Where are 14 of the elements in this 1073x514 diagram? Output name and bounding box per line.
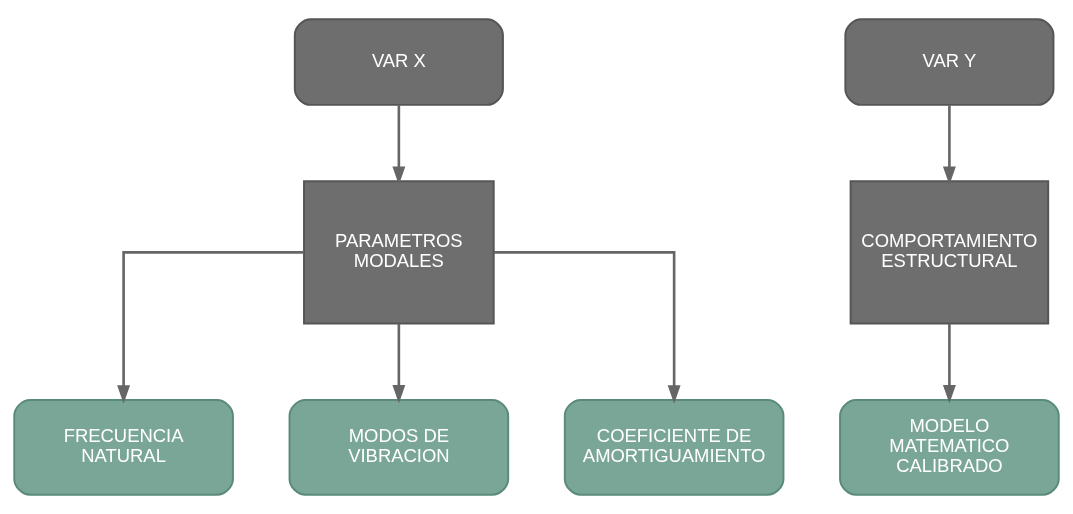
node-box: MODOS DE VIBRACION (288, 398, 510, 496)
node-box: COMPORTAMIENTO ESTRUCTURAL (849, 180, 1050, 325)
node-box: MODELO MATEMATICO CALIBRADO (839, 398, 1060, 496)
arrow (494, 251, 681, 404)
arrow (117, 251, 304, 404)
node-box: FRECUENCIA NATURAL (13, 398, 234, 496)
arrow (392, 323, 406, 404)
node-box: VAR Y (844, 18, 1055, 106)
node-box: COEFICIENTE DE AMORTIGUAMIENTO (563, 398, 785, 496)
node-box: VAR X (293, 18, 504, 106)
arrow (942, 323, 956, 404)
node-box: PARAMETROS MODALES (303, 180, 495, 325)
arrow (942, 105, 956, 185)
arrow (392, 105, 406, 185)
